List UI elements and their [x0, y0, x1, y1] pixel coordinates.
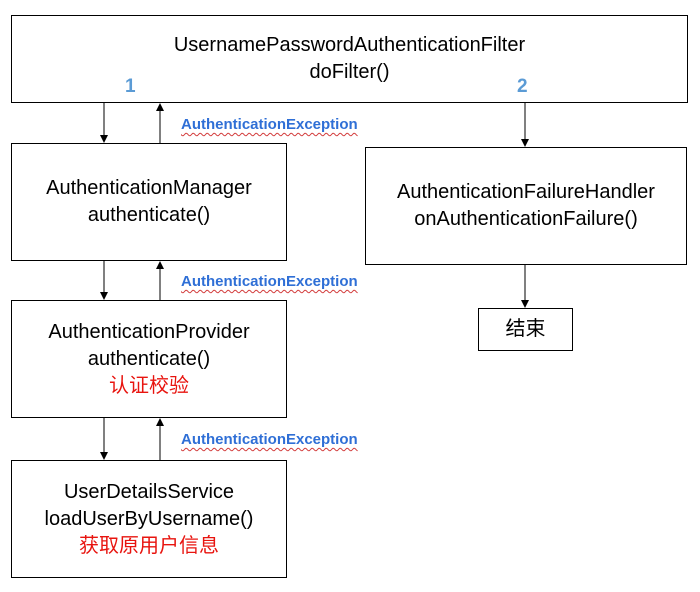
end-label: 结束 — [505, 318, 546, 340]
filter-class-name: UsernamePasswordAuthenticationFilter — [173, 34, 526, 56]
provider-class-name: AuthenticationProvider — [48, 320, 250, 343]
end-box: 结束 — [478, 308, 573, 351]
failure-handler-method-name: onAuthenticationFailure() — [414, 208, 638, 230]
userdetails-note: 获取原用户信息 — [79, 534, 219, 557]
userdetails-class-name: UserDetailsService — [63, 480, 235, 503]
filter-method-name: doFilter() — [309, 61, 390, 83]
exception-label-userdetails: AuthenticationException — [181, 431, 358, 448]
manager-box: AuthenticationManager authenticate() — [11, 143, 287, 261]
userdetails-method-name: loadUserByUsername() — [44, 507, 254, 530]
failure-handler-class-name: AuthenticationFailureHandler — [397, 181, 655, 203]
filter-box: UsernamePasswordAuthenticationFilter doF… — [11, 15, 688, 103]
step-number-2: 2 — [517, 76, 528, 97]
manager-class-name: AuthenticationManager — [46, 177, 252, 199]
provider-method-name: authenticate() — [87, 347, 211, 370]
failure-handler-box: AuthenticationFailureHandler onAuthentic… — [365, 147, 687, 265]
exception-label-provider: AuthenticationException — [181, 273, 358, 290]
step-number-1: 1 — [125, 76, 136, 97]
exception-label-manager: AuthenticationException — [181, 116, 358, 133]
provider-note: 认证校验 — [109, 374, 189, 397]
manager-method-name: authenticate() — [87, 204, 211, 226]
provider-box: AuthenticationProvider authenticate() 认证… — [11, 300, 287, 418]
userdetails-box: UserDetailsService loadUserByUsername() … — [11, 460, 287, 578]
